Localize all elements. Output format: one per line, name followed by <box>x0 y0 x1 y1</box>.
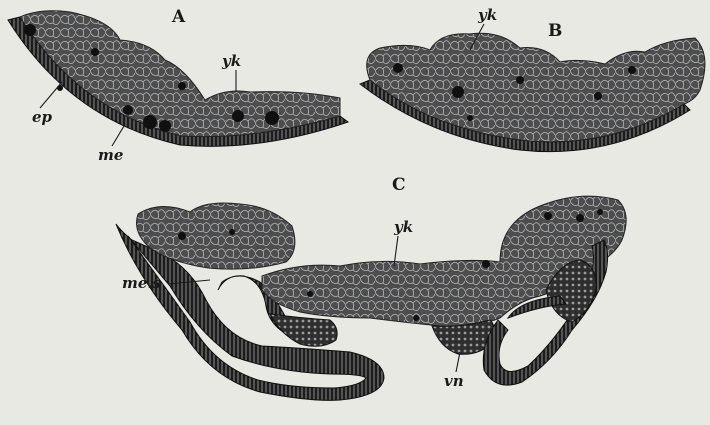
panel-c: C yk me.s vn <box>116 175 626 400</box>
panel-b-label: B <box>548 21 562 41</box>
panel-a-mesoblast-leader <box>112 126 124 146</box>
panel-c-mesoblast-split-label: me.s <box>122 274 162 292</box>
panel-a-epiblast-leader <box>40 82 62 108</box>
panel-a: A yk ep me <box>8 7 348 164</box>
panel-a-yolk-mass <box>20 11 340 137</box>
panel-b: B yk <box>360 6 705 152</box>
panel-a-yolk-label: yk <box>221 52 241 70</box>
panel-c-label: C <box>392 175 406 195</box>
panel-c-vn-leader <box>456 352 460 372</box>
panel-a-mesoblast-label: me <box>98 146 123 164</box>
panel-c-yolk-label: yk <box>393 218 413 236</box>
panel-a-epiblast-label: ep <box>32 108 53 126</box>
panel-c-vn-label: vn <box>444 372 464 390</box>
panel-b-yolk-label: yk <box>477 6 497 24</box>
panel-a-label: A <box>171 7 186 27</box>
